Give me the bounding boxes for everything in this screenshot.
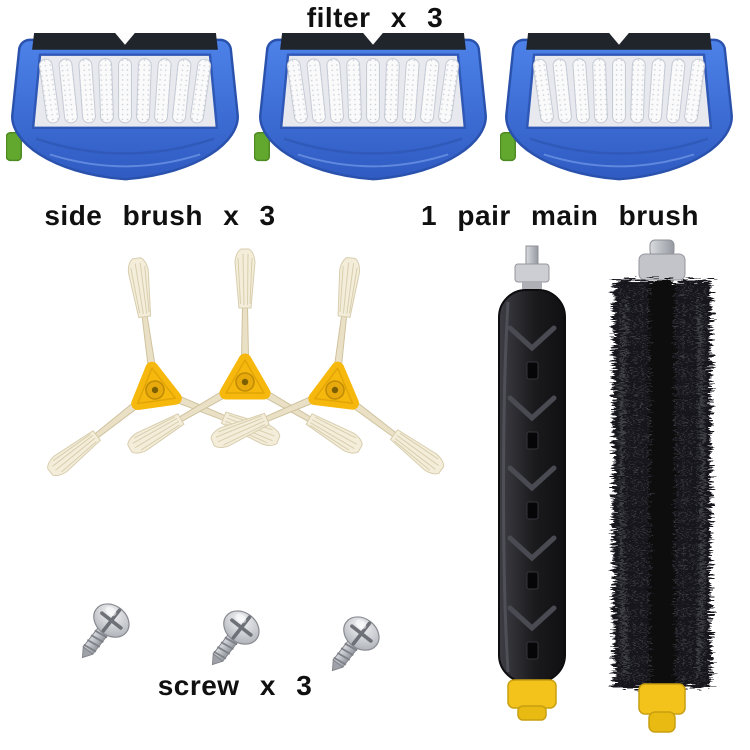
screw-illustration-3 [308,597,400,689]
side-brush-illustration-3 [168,223,502,557]
side-brush-label: side brush x 3 [44,200,276,231]
filter-illustration-2 [254,28,492,196]
screw-illustration-1 [58,584,150,676]
screw-illustration-2 [188,591,280,683]
filter-illustration-1 [6,28,244,196]
main-beater-brush-illustration [498,245,566,721]
filter-label: filter x 3 [306,2,444,33]
main-bristle-brush-illustration [613,239,711,733]
main-brush-label: 1 pair main brush [421,200,699,231]
screw-label: screw x 3 [157,670,313,701]
filter-illustration-3 [500,28,738,196]
